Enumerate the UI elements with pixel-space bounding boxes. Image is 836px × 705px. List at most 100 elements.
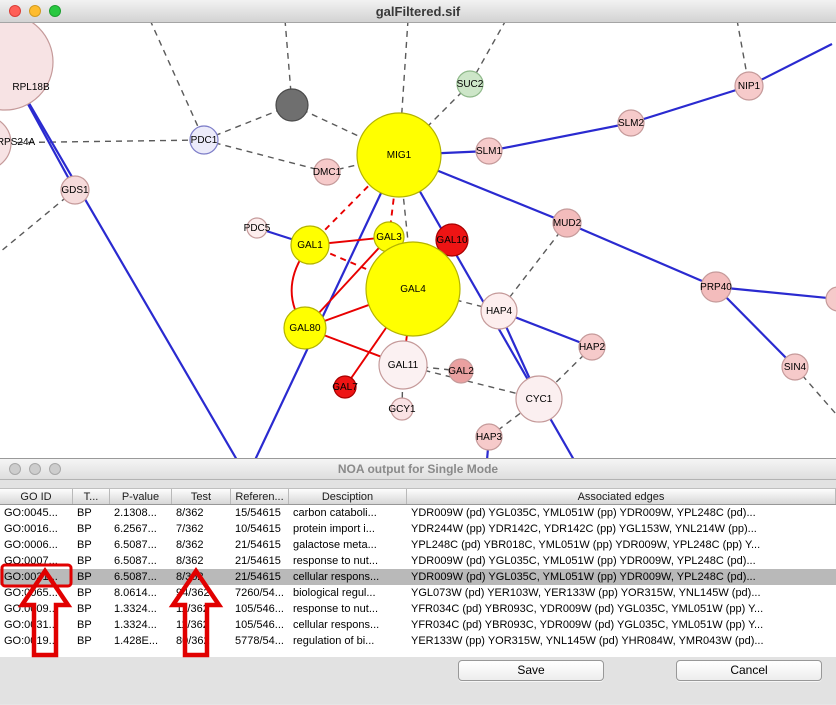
node-MUD2[interactable] <box>552 208 582 238</box>
node-GCY1[interactable] <box>390 397 414 421</box>
node-SIN4[interactable] <box>781 353 809 381</box>
node-label-SLM2: SLM2 <box>618 118 645 129</box>
node-MIG1[interactable] <box>356 112 442 198</box>
node-DMC1[interactable] <box>313 158 341 186</box>
node-NIP1[interactable] <box>734 71 764 101</box>
edge-SUC2-MIG1[interactable] <box>398 83 471 156</box>
cell: 5778/54... <box>235 635 284 647</box>
node-GAL10[interactable] <box>435 223 469 257</box>
cell: 94/362 <box>176 587 210 599</box>
edge-MUD2-PRP40[interactable] <box>566 221 717 289</box>
edge-layer <box>0 23 836 458</box>
cell: 105/546... <box>235 619 284 631</box>
cell: 21/54615 <box>235 539 281 551</box>
close-button[interactable] <box>9 5 21 17</box>
node-CYC1[interactable] <box>515 375 563 423</box>
cancel-button[interactable]: Cancel <box>676 660 822 681</box>
node-label-layer: RPL18BRPS24AGDS1PDC1DMC1MIG1SUC2SLM1SLM2… <box>0 79 807 443</box>
node-label-GAL1: GAL1 <box>297 240 323 251</box>
node-PDC1[interactable] <box>189 125 219 155</box>
column-header-4[interactable]: Referen... <box>231 489 289 504</box>
edge-GDS1-l1[interactable] <box>0 189 76 253</box>
cell: 7260/54... <box>235 587 284 599</box>
node-GAL7[interactable] <box>333 375 357 399</box>
node-PRP40[interactable] <box>700 271 732 303</box>
edge-NIP1-tr[interactable] <box>748 43 833 87</box>
node-label-GAL2: GAL2 <box>448 366 474 377</box>
edge-SLM2-NIP1[interactable] <box>630 84 750 125</box>
node-GAL1[interactable] <box>290 225 330 265</box>
node-GAL80[interactable] <box>283 306 327 350</box>
column-header-3[interactable]: Test <box>172 489 231 504</box>
node-GDS1[interactable] <box>60 175 90 205</box>
cell: GO:0065... <box>4 587 58 599</box>
node-SUC2[interactable] <box>456 70 484 98</box>
cell: GO:0009... <box>4 603 58 615</box>
node-GAL2[interactable] <box>448 358 474 384</box>
save-button[interactable]: Save <box>458 660 604 681</box>
column-header-6[interactable]: Associated edges <box>407 489 836 504</box>
edge-gray1-MIG1[interactable] <box>291 104 400 156</box>
node-label-NIP1: NIP1 <box>738 81 761 92</box>
cell: BP <box>77 523 92 535</box>
minimize-button[interactable] <box>29 463 41 475</box>
window-title: NOA output for Single Mode <box>337 462 499 476</box>
cell: GO:0045... <box>4 507 58 519</box>
edge-PRP40-SIN4[interactable] <box>715 286 796 368</box>
cell: GO:0031... <box>4 619 58 631</box>
column-header-0[interactable]: GO ID <box>0 489 73 504</box>
node-HAP3[interactable] <box>475 423 503 451</box>
column-header-1[interactable]: T... <box>73 489 110 504</box>
zoom-button[interactable] <box>49 5 61 17</box>
node-PDC5[interactable] <box>246 217 268 239</box>
edge-MIG1-b2[interactable] <box>254 154 400 458</box>
window-controls <box>9 5 61 17</box>
edge-t3-SUC2[interactable] <box>469 23 506 85</box>
node-label-PDC1: PDC1 <box>191 135 218 146</box>
edge-RPL18B-b1[interactable] <box>4 61 238 458</box>
zoom-button[interactable] <box>49 463 61 475</box>
noa-window-titlebar: NOA output for Single Mode <box>0 459 836 480</box>
cell: 1.428E... <box>114 635 159 647</box>
node-RPL18B[interactable] <box>0 23 54 111</box>
cell: protein import i... <box>293 523 375 535</box>
edge-PDC1-DMC1[interactable] <box>203 139 328 173</box>
node-HAP2[interactable] <box>578 333 606 361</box>
edge-SLM1-SLM2[interactable] <box>488 121 632 153</box>
minimize-button[interactable] <box>29 5 41 17</box>
cell: cellular respons... <box>293 571 380 583</box>
node-GAL11[interactable] <box>378 340 428 390</box>
edge-PRP40-edgeR[interactable] <box>715 285 836 300</box>
cell: 8/362 <box>176 555 204 567</box>
node-gray1[interactable] <box>275 88 309 122</box>
node-RPS24A[interactable] <box>0 116 12 170</box>
node-GAL4[interactable] <box>365 241 461 337</box>
node-label-CYC1: CYC1 <box>526 394 553 405</box>
node-SLM2[interactable] <box>617 109 645 137</box>
edge-RPS24A-PDC1[interactable] <box>0 139 205 144</box>
node-HAP4[interactable] <box>480 292 518 330</box>
edge-t5-PDC1[interactable] <box>150 23 205 141</box>
column-header-2[interactable]: P-value <box>110 489 172 504</box>
column-header-5[interactable]: Desciption <box>289 489 407 504</box>
cell: regulation of bi... <box>293 635 375 647</box>
node-SLM1[interactable] <box>475 137 503 165</box>
close-button[interactable] <box>9 463 21 475</box>
node-edgeR[interactable] <box>825 286 836 312</box>
cell: cellular respons... <box>293 619 380 631</box>
cell: 8/362 <box>176 539 204 551</box>
cell: response to nut... <box>293 555 378 567</box>
node-label-HAP4: HAP4 <box>486 306 513 317</box>
